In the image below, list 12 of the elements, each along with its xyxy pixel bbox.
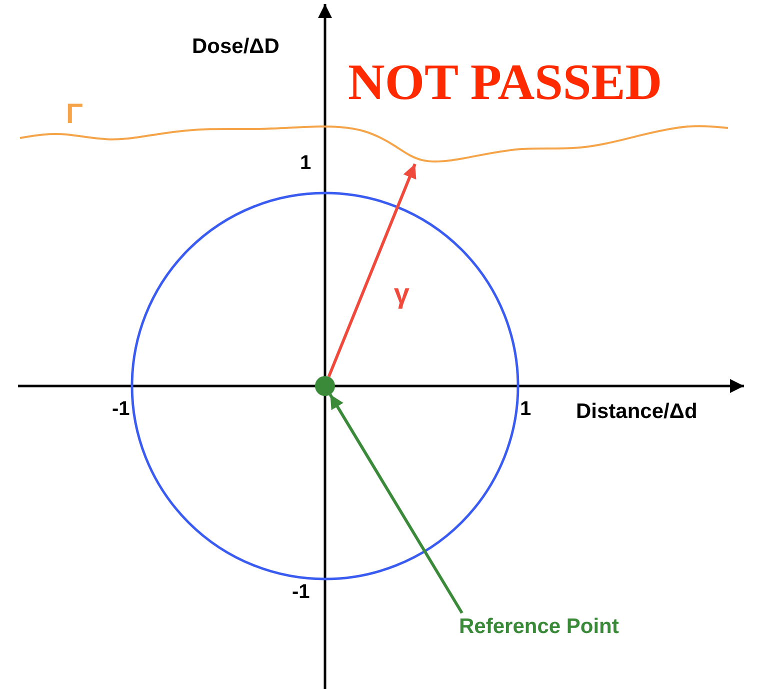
tick-label: -1 [112,399,130,419]
curve-label: Γ [66,100,83,128]
reference-label: Reference Point [459,616,619,637]
tick-label: 1 [300,153,312,173]
axis-title: Distance/Δd [576,401,698,422]
status-text: NOT PASSED [348,58,662,109]
arrow [328,394,464,614]
tick-label: 1 [520,399,532,419]
reference-point [315,376,335,396]
tick-label: -1 [292,582,310,602]
axis-title: Dose/ΔD [192,36,280,57]
arrow [327,163,416,378]
